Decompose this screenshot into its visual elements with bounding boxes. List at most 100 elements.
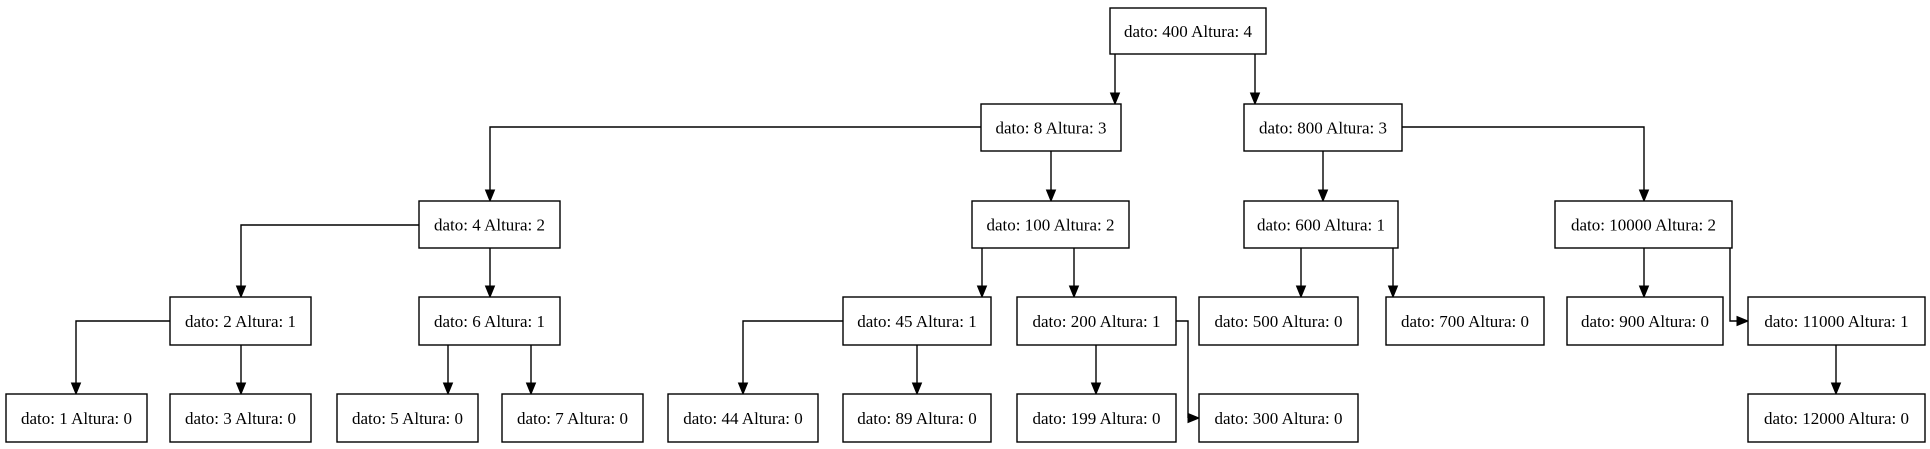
edge-n2-n3 — [235, 345, 247, 396]
arrowhead-icon — [1090, 382, 1102, 396]
arrowhead-icon — [1187, 412, 1201, 424]
arrowhead-icon — [70, 382, 82, 396]
node-label: dato: 45 Altura: 1 — [857, 312, 976, 331]
node-box — [1016, 393, 1177, 443]
node-box — [5, 393, 148, 443]
edge-n800-n10000 — [1402, 126, 1650, 203]
node-box — [980, 103, 1122, 152]
node-box — [971, 200, 1130, 249]
node-label: dato: 7 Altura: 0 — [517, 409, 628, 428]
node-box — [169, 296, 312, 346]
node-label: dato: 900 Altura: 0 — [1581, 312, 1709, 331]
arrowhead-icon — [525, 382, 537, 396]
edge-n600-n700 — [1387, 248, 1399, 299]
edge-n800-n600 — [1317, 151, 1329, 203]
node-label: dato: 199 Altura: 0 — [1033, 409, 1161, 428]
node-label: dato: 8 Altura: 3 — [996, 119, 1107, 138]
node-label: dato: 100 Altura: 2 — [987, 216, 1115, 235]
tree-node-8: dato: 8 Altura: 3 — [980, 103, 1122, 152]
arrowhead-icon — [1295, 285, 1307, 299]
edge-n100-n45 — [976, 248, 988, 299]
tree-node-2: dato: 2 Altura: 1 — [169, 296, 312, 346]
node-label: dato: 12000 Altura: 0 — [1764, 409, 1909, 428]
node-label: dato: 11000 Altura: 1 — [1764, 312, 1908, 331]
tree-node-1: dato: 1 Altura: 0 — [5, 393, 148, 443]
node-label: dato: 89 Altura: 0 — [857, 409, 976, 428]
edges-layer — [70, 54, 1842, 424]
node-label: dato: 44 Altura: 0 — [683, 409, 802, 428]
node-label: dato: 4 Altura: 2 — [434, 216, 545, 235]
edge-line — [742, 320, 843, 383]
edge-n2-n1 — [70, 320, 170, 396]
edge-line — [1402, 126, 1645, 190]
edge-line — [240, 224, 419, 286]
node-box — [418, 200, 561, 249]
edge-n11000-n12000 — [1830, 345, 1842, 396]
tree-node-100: dato: 100 Altura: 2 — [971, 200, 1130, 249]
tree-node-12000: dato: 12000 Altura: 0 — [1747, 393, 1926, 443]
arrowhead-icon — [442, 382, 454, 396]
edge-n100-n200 — [1068, 248, 1080, 299]
tree-node-600: dato: 600 Altura: 1 — [1243, 200, 1399, 249]
arrowhead-icon — [1317, 189, 1329, 203]
node-box — [336, 393, 479, 443]
arrowhead-icon — [1109, 92, 1121, 106]
tree-node-44: dato: 44 Altura: 0 — [667, 393, 819, 443]
node-label: dato: 2 Altura: 1 — [185, 312, 296, 331]
edge-line — [1729, 248, 1737, 322]
nodes-layer: dato: 400 Altura: 4 dato: 8 Altura: 3 dato… — [5, 7, 1926, 443]
node-box — [1554, 200, 1733, 249]
arrowhead-icon — [1068, 285, 1080, 299]
edge-n6-n7 — [525, 345, 537, 396]
edge-n400-n8 — [1109, 54, 1121, 106]
node-box — [1198, 393, 1359, 443]
tree-node-5: dato: 5 Altura: 0 — [336, 393, 479, 443]
node-box — [842, 296, 992, 346]
arrowhead-icon — [1830, 382, 1842, 396]
tree-node-400: dato: 400 Altura: 4 — [1109, 7, 1267, 55]
tree-node-200: dato: 200 Altura: 1 — [1016, 296, 1177, 346]
tree-node-6: dato: 6 Altura: 1 — [418, 296, 561, 346]
edge-n6-n5 — [442, 345, 454, 396]
arrowhead-icon — [976, 285, 988, 299]
tree-node-800: dato: 800 Altura: 3 — [1243, 103, 1403, 152]
node-label: dato: 800 Altura: 3 — [1259, 119, 1387, 138]
tree-node-10000: dato: 10000 Altura: 2 — [1554, 200, 1733, 249]
node-box — [1109, 7, 1267, 55]
arrowhead-icon — [1249, 92, 1261, 106]
node-label: dato: 5 Altura: 0 — [352, 409, 463, 428]
tree-node-300: dato: 300 Altura: 0 — [1198, 393, 1359, 443]
node-box — [842, 393, 992, 443]
node-box — [418, 296, 561, 346]
edge-n10000-n900 — [1638, 248, 1650, 299]
node-label: dato: 400 Altura: 4 — [1124, 22, 1252, 41]
node-box — [1243, 200, 1399, 249]
arrowhead-icon — [235, 382, 247, 396]
tree-node-3: dato: 3 Altura: 0 — [169, 393, 312, 443]
node-box — [1198, 296, 1359, 346]
arrowhead-icon — [1638, 189, 1650, 203]
edge-n8-n100 — [1045, 151, 1057, 203]
tree-node-11000: dato: 11000 Altura: 1 — [1747, 296, 1926, 346]
node-box — [1243, 103, 1403, 152]
arrowhead-icon — [1387, 285, 1399, 299]
edge-n45-n89 — [911, 345, 923, 396]
edge-n400-n800 — [1249, 54, 1261, 106]
tree-node-199: dato: 199 Altura: 0 — [1016, 393, 1177, 443]
arrowhead-icon — [484, 189, 496, 203]
arrowhead-icon — [235, 285, 247, 299]
node-box — [1747, 393, 1926, 443]
arrowhead-icon — [484, 285, 496, 299]
arrowhead-icon — [1638, 285, 1650, 299]
node-label: dato: 6 Altura: 1 — [434, 312, 545, 331]
edge-n4-n6 — [484, 248, 496, 299]
node-label: dato: 700 Altura: 0 — [1401, 312, 1529, 331]
edge-n200-n300 — [1176, 320, 1201, 424]
arrowhead-icon — [911, 382, 923, 396]
node-box — [1385, 296, 1545, 346]
tree-node-900: dato: 900 Altura: 0 — [1566, 296, 1724, 346]
node-box — [169, 393, 312, 443]
edge-n10000-n11000 — [1729, 248, 1750, 327]
edge-line — [75, 320, 170, 383]
node-box — [501, 393, 644, 443]
